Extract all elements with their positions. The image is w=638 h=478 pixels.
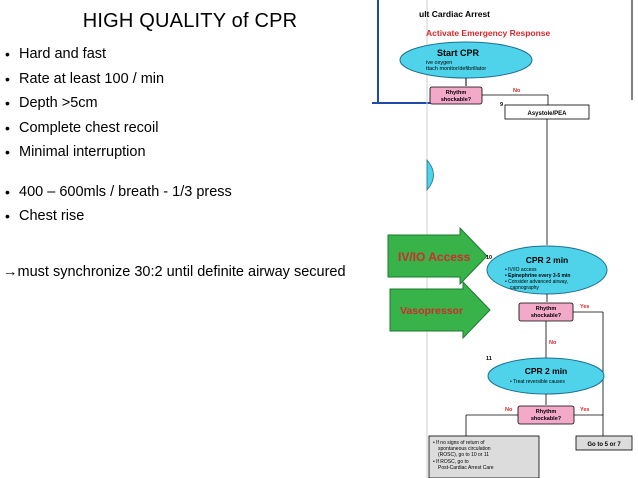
cpr-2min-node: [487, 357, 605, 395]
yes-label: Yes: [580, 304, 589, 310]
iv-io-callout: [387, 226, 488, 286]
rhythm-label: Rhythm: [446, 90, 467, 96]
start-cpr-label: Start CPR: [437, 48, 480, 58]
rosc-box: [428, 435, 540, 478]
bullet-item: •Rate at least 100 / min: [5, 70, 165, 87]
cpr-item: capnography: [510, 285, 539, 291]
rosc-line: (ROSC), go to 10 or 11: [438, 452, 489, 458]
rhythm-label: shockable?: [441, 97, 472, 103]
cpr-item: • Treat reversible causes: [510, 379, 565, 385]
bullet-item: •Hard and fast: [5, 46, 107, 62]
bullet-item: •Depth >5cm: [5, 95, 98, 111]
goto-box: [575, 435, 633, 451]
no-label: No: [513, 88, 521, 94]
goto-label: Go to 5 or 7: [587, 442, 621, 448]
asystole-label: Asystole/PEA: [527, 111, 567, 117]
yes-label: Yes: [580, 407, 589, 413]
partial-node: [426, 158, 434, 192]
activate-text: Activate Emergency Response: [426, 28, 551, 38]
cpr-item: • Consider advanced airway,: [505, 279, 568, 285]
rosc-line: • If ROSC, go to: [433, 459, 469, 465]
rhythm-label: shockable?: [531, 416, 562, 422]
bullet-item: •Minimal interruption: [5, 144, 146, 160]
bullet-item: •Complete chest recoil: [5, 119, 159, 136]
rhythm-label: Rhythm: [536, 306, 557, 312]
rhythm-label: Rhythm: [536, 409, 557, 415]
bullet-item: •Chest rise: [5, 208, 85, 224]
rosc-line: spontaneous circulation: [438, 446, 491, 452]
no-label: No: [549, 340, 557, 346]
cpr-2min-label: CPR 2 min: [526, 255, 569, 265]
cpr-item: • Epinephrine every 3-5 min: [505, 273, 570, 279]
sync-note: →must synchronize 30:2 until definite ai…: [3, 264, 346, 280]
rosc-line: Post-Cardiac Arrest Care: [438, 465, 494, 471]
iv-io-label: IV/IO Access: [398, 250, 471, 264]
vasopressor-callout: [389, 280, 491, 340]
rosc-line: • If no signs of return of: [433, 440, 485, 446]
slide-title: HIGH QUALITY of CPR: [82, 10, 298, 32]
step-number: 9: [500, 102, 503, 108]
cpr-item: • IV/IO access: [505, 267, 537, 273]
cpr-2min-label: CPR 2 min: [525, 366, 568, 376]
rhythm-shockable-box: [429, 86, 483, 105]
start-cpr-sub: ttach monitor/defibrillator: [426, 66, 486, 72]
acls-flowchart: ult Cardiac Arrest Activate Emergency Re…: [372, 0, 633, 478]
step-number: 11: [486, 356, 492, 362]
step-number: 10: [486, 255, 492, 261]
start-cpr-sub: ive oxygen: [426, 60, 452, 66]
bullet-list: •Hard and fast •Rate at least 100 / min …: [4, 44, 394, 231]
vasopressor-label: Vasopressor: [400, 305, 463, 317]
no-label: No: [505, 407, 513, 413]
flow-header: ult Cardiac Arrest: [419, 9, 490, 19]
rhythm-label: shockable?: [531, 313, 562, 319]
bullet-item: •400 – 600mls / breath - 1/3 press: [5, 183, 232, 200]
